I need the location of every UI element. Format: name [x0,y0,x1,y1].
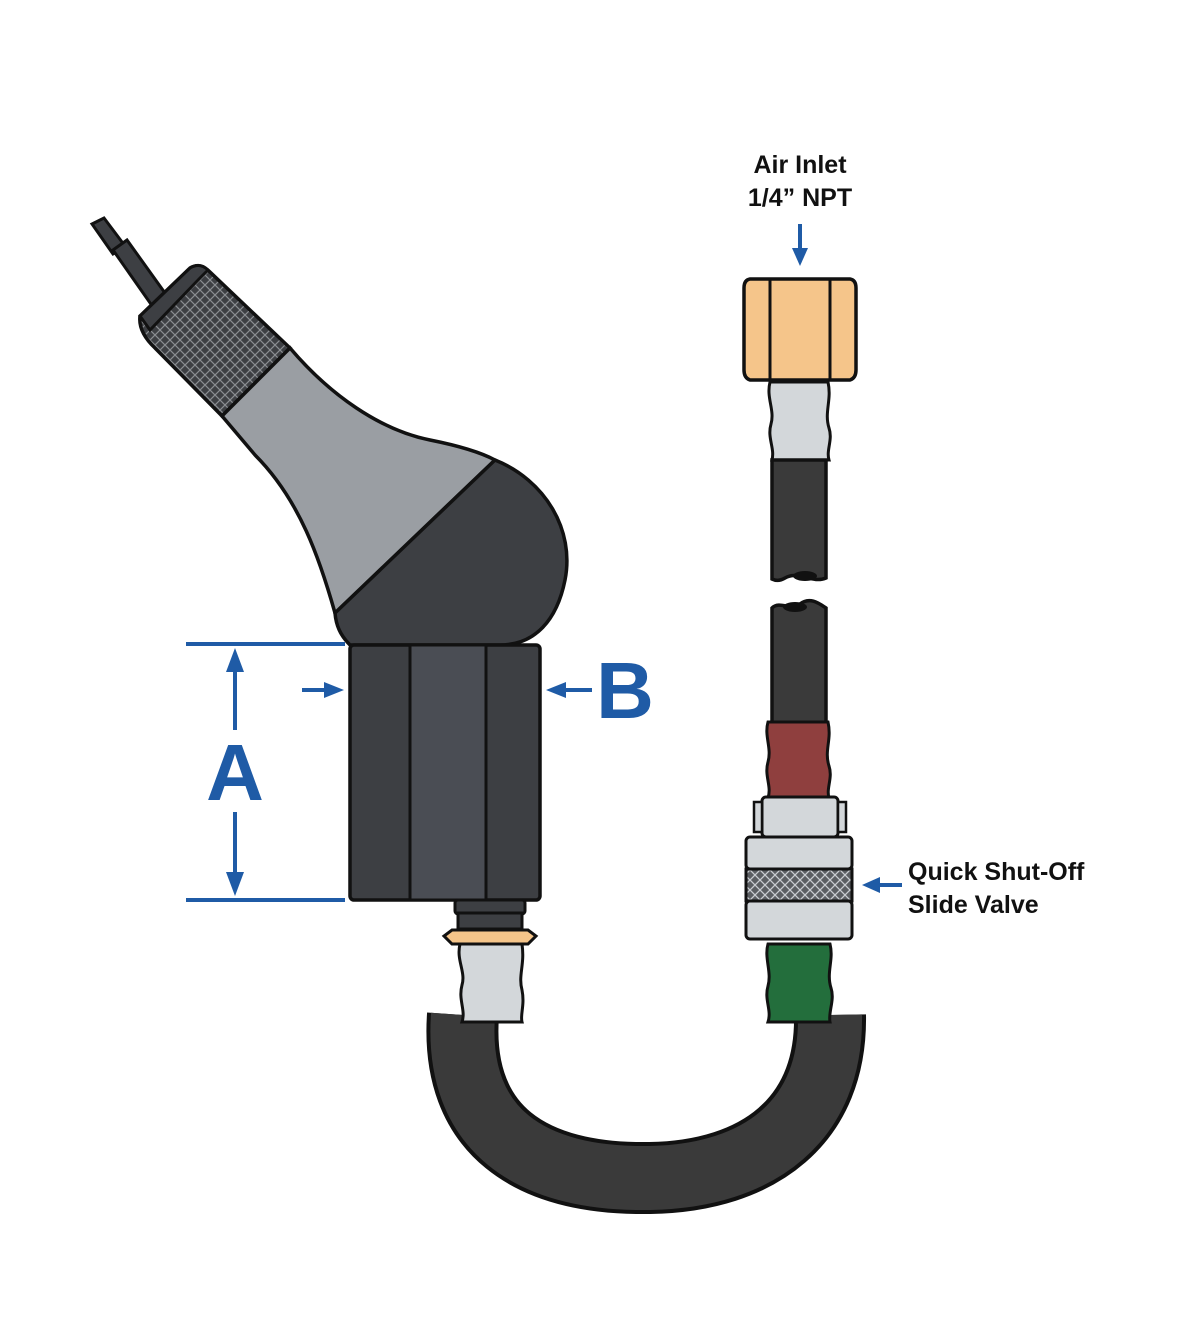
quick-shutoff-valve [744,795,854,941]
inlet-ferrule [767,380,832,462]
dimension-a-label: A [206,728,264,817]
hex-body [348,643,542,902]
dimension-b [302,682,592,698]
swivel-head [333,457,569,647]
tool-handle [219,345,498,617]
inlet-brass-fitting [742,277,858,382]
arrow-icon [792,224,808,266]
arrow-icon [226,648,244,730]
air-inlet-size-label: 1/4” NPT [748,184,852,212]
outlet-fitting [441,898,539,1024]
dimension-b-label: B [596,646,654,735]
arrow-icon [862,877,902,893]
air-inlet-label: Air Inlet [753,151,847,179]
red-collar [765,720,832,800]
arrow-icon [546,682,592,698]
screwdriver-tool [89,216,569,1024]
arrow-icon [226,812,244,896]
arrow-icon [302,682,344,698]
valve-hose-segment [770,598,828,726]
air-inlet-assembly [742,277,858,1024]
valve-knurled-sleeve[interactable] [744,867,854,903]
green-collar [765,942,834,1024]
slide-valve-label: Slide Valve [908,891,1039,919]
inlet-hose-segment [770,458,828,583]
dimension-a [186,642,345,902]
quick-shutoff-label: Quick Shut-Off [908,858,1085,886]
